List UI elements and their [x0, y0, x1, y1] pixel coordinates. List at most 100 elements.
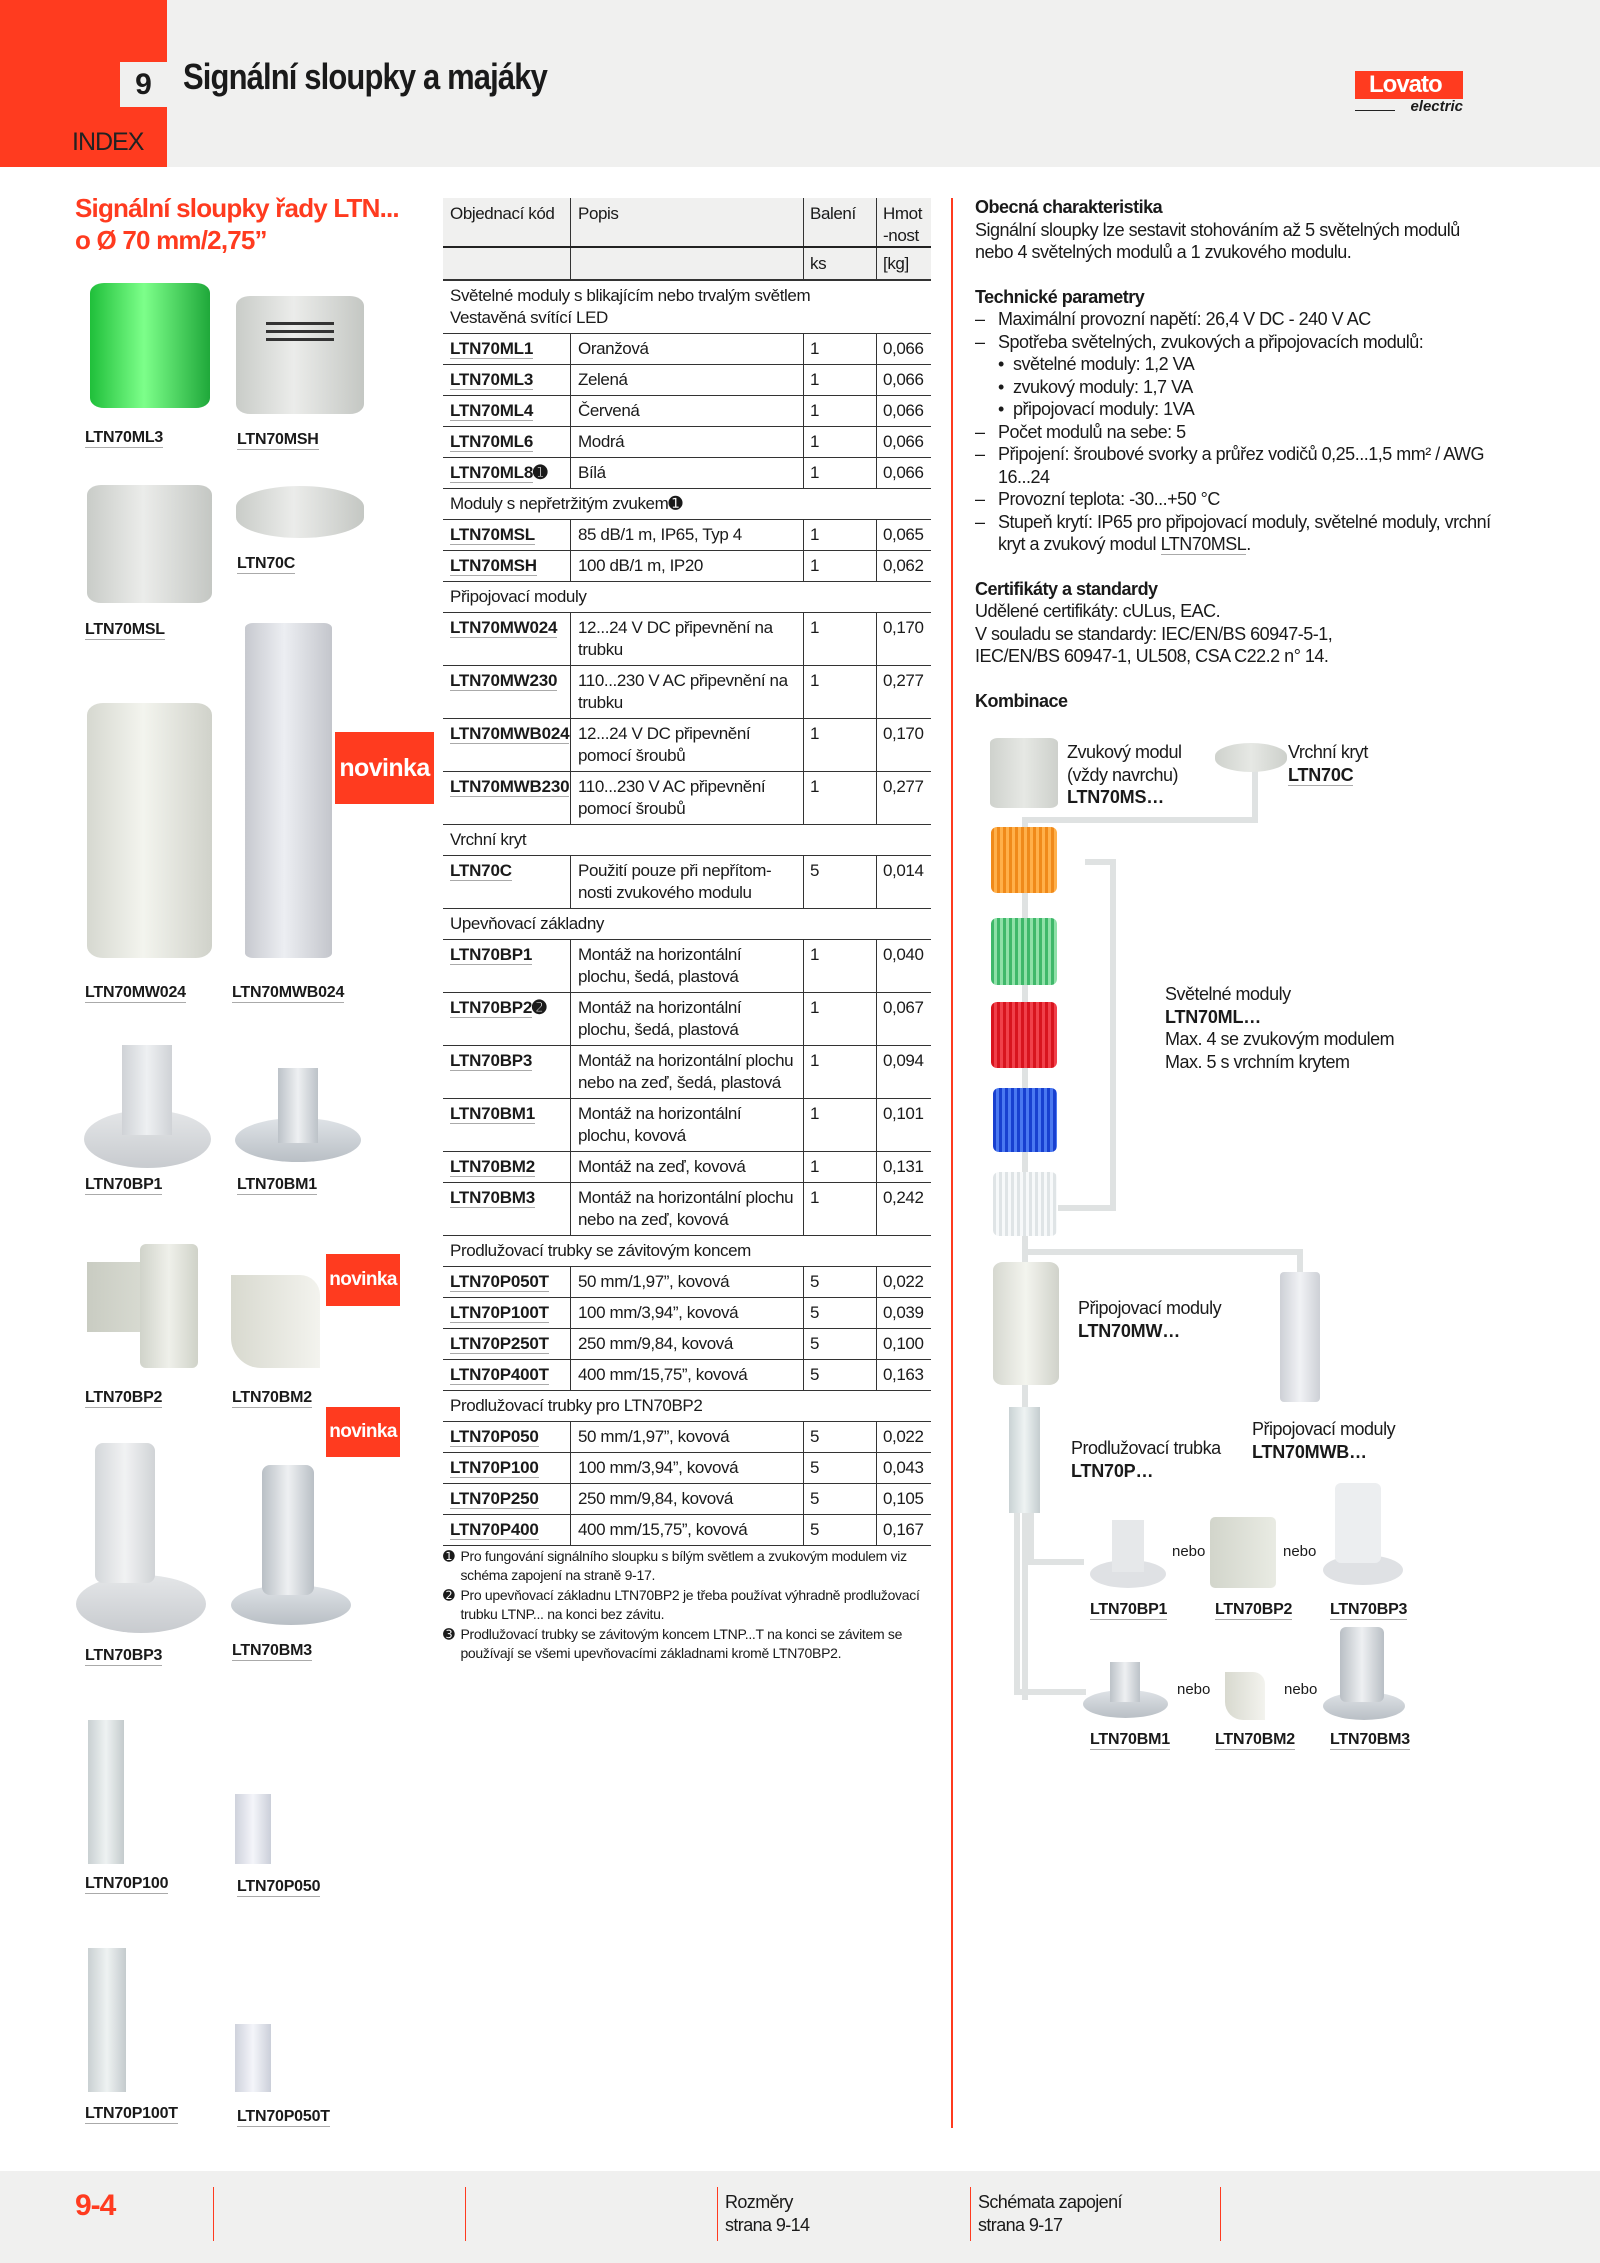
- product-code[interactable]: LTN70MW230: [450, 671, 558, 691]
- tube-p050-image: [235, 1794, 271, 1864]
- white-module-image: [993, 1172, 1057, 1236]
- section-title-line: Připojovací moduly: [450, 587, 587, 606]
- product-label: LTN70MWB024: [232, 984, 345, 1003]
- product-code[interactable]: LTN70MW024: [450, 618, 558, 638]
- connection-module-b-image: [1280, 1272, 1320, 1402]
- code-cell: LTN70P250: [443, 1484, 571, 1514]
- code-cell: LTN70MW024: [443, 613, 571, 665]
- product-code[interactable]: LTN70BM2: [450, 1157, 535, 1177]
- section-title-line2: o Ø 70 mm/2,75”: [75, 225, 268, 255]
- new-badge: novinka: [335, 732, 434, 804]
- product-code[interactable]: LTN70MWB024: [450, 724, 570, 744]
- qty-cell: 1: [804, 1183, 877, 1235]
- weight-cell: 0,066: [883, 463, 924, 482]
- weight-cell: 0,066: [883, 339, 924, 358]
- product-code[interactable]: LTN70MSL: [450, 525, 535, 545]
- product-code[interactable]: LTN70P250T: [450, 1334, 549, 1354]
- code-cell: LTN70MSL: [443, 520, 571, 550]
- base-bp3-joint: [95, 1443, 155, 1583]
- desc-cell: 12...24 V DC připevnění na trubku: [571, 613, 804, 665]
- green-light-module-image: [90, 283, 210, 408]
- weight-cell: 0,067: [883, 998, 924, 1017]
- base-bm3-joint: [1340, 1627, 1384, 1702]
- product-code[interactable]: LTN70ML1: [450, 339, 534, 359]
- product-label: LTN70P050T: [237, 2108, 330, 2127]
- code-cell: LTN70P400T: [443, 1360, 571, 1390]
- code-cell: LTN70ML6: [443, 427, 571, 457]
- product-code[interactable]: LTN70BP1: [450, 945, 533, 965]
- product-code[interactable]: LTN70MWB230: [450, 777, 570, 797]
- desc-cell: 50 mm/1,97”, kovová: [571, 1422, 804, 1452]
- tech-item: Počet modulů na sebe: 5: [998, 421, 1186, 442]
- desc-cell: 400 mm/15,75”, kovová: [571, 1360, 804, 1390]
- weight-cell: 0,170: [883, 618, 924, 637]
- table-section-title: Prodlužovací trubky pro LTN70BP2: [443, 1391, 931, 1422]
- product-code[interactable]: LTN70P100: [450, 1458, 539, 1478]
- product-code[interactable]: LTN70ML6: [450, 432, 534, 452]
- footnote-marker: ➊: [443, 1548, 455, 1564]
- product-code[interactable]: LTN70BP2: [450, 998, 533, 1018]
- product-code[interactable]: LTN70P050: [450, 1427, 539, 1447]
- product-code[interactable]: LTN70P400T: [450, 1365, 549, 1385]
- desc-cell: Montáž na zeď, kovová: [571, 1152, 804, 1182]
- col-weight: Hmot-nost: [883, 204, 923, 245]
- product-code[interactable]: LTN70BP3: [450, 1051, 533, 1071]
- weight-cell: 0,105: [883, 1489, 924, 1508]
- product-code[interactable]: LTN70ML8: [450, 463, 534, 483]
- top-cover-image: [1215, 743, 1287, 772]
- consumption-item: světelné moduly: 1,2 VA: [1013, 354, 1195, 374]
- product-code[interactable]: LTN70BM1: [450, 1104, 535, 1124]
- index-link[interactable]: INDEX: [72, 128, 144, 156]
- product-link[interactable]: LTN70MSL: [1160, 534, 1247, 555]
- product-code[interactable]: LTN70BM3: [450, 1188, 535, 1208]
- footnotes: ➊ Pro fungování signálního sloupku s bílý…: [443, 1547, 943, 1664]
- tube-p100-image: [88, 1720, 124, 1864]
- product-code[interactable]: LTN70ML3: [450, 370, 534, 390]
- product-code[interactable]: LTN70C: [450, 861, 512, 881]
- section-title-line: Prodlužovací trubky se závitovým koncem: [450, 1241, 751, 1260]
- table-row: LTN70BM1 Montáž na horizontální plochu, k…: [443, 1099, 931, 1152]
- page-title: Signální sloupky a majáky: [183, 56, 548, 97]
- table-section-title: Světelné moduly s blikajícím nebo trvalý…: [443, 281, 931, 334]
- qty-cell: 1: [804, 1099, 877, 1151]
- qty-cell: 1: [804, 396, 877, 426]
- product-code[interactable]: LTN70P250: [450, 1489, 539, 1509]
- desc-cell: Montáž na horizontální plochu, kovová: [571, 1099, 804, 1151]
- weight-cell: 0,039: [883, 1303, 924, 1322]
- qty-cell: 1: [804, 334, 877, 364]
- logo-brand: Lovato: [1355, 71, 1463, 99]
- desc-cell: Montáž na horizontální plochu, šedá, pla…: [571, 940, 804, 992]
- product-label: LTN70BM1: [237, 1176, 317, 1195]
- cert-line: Udělené certifikáty: cULus, EAC.: [975, 601, 1221, 621]
- logo-sub: electric: [1410, 98, 1463, 115]
- product-code[interactable]: LTN70MSH: [450, 556, 537, 576]
- footnote-text: Pro fungování signálního sloupku s bílým…: [460, 1548, 907, 1583]
- product-code[interactable]: LTN70ML4: [450, 401, 534, 421]
- weight-cell: 0,131: [883, 1157, 924, 1176]
- desc-cell: 110...230 V AC připevnění na trubku: [571, 666, 804, 718]
- desc-cell: Zelená: [571, 365, 804, 395]
- product-code[interactable]: LTN70P400: [450, 1520, 539, 1540]
- table-section-title: Moduly s nepřetržitým zvukem➊: [443, 489, 931, 520]
- product-code[interactable]: LTN70P100T: [450, 1303, 549, 1323]
- tech-item: Stupeň krytí: IP65 pro připojovací modul…: [998, 511, 1491, 555]
- tech-item: Připojení: šroubové svorky a průřez vodi…: [998, 444, 1485, 487]
- product-label: LTN70BP3: [85, 1647, 163, 1666]
- product-code[interactable]: LTN70P050T: [450, 1272, 549, 1292]
- col-code: Objednací kód: [443, 198, 571, 246]
